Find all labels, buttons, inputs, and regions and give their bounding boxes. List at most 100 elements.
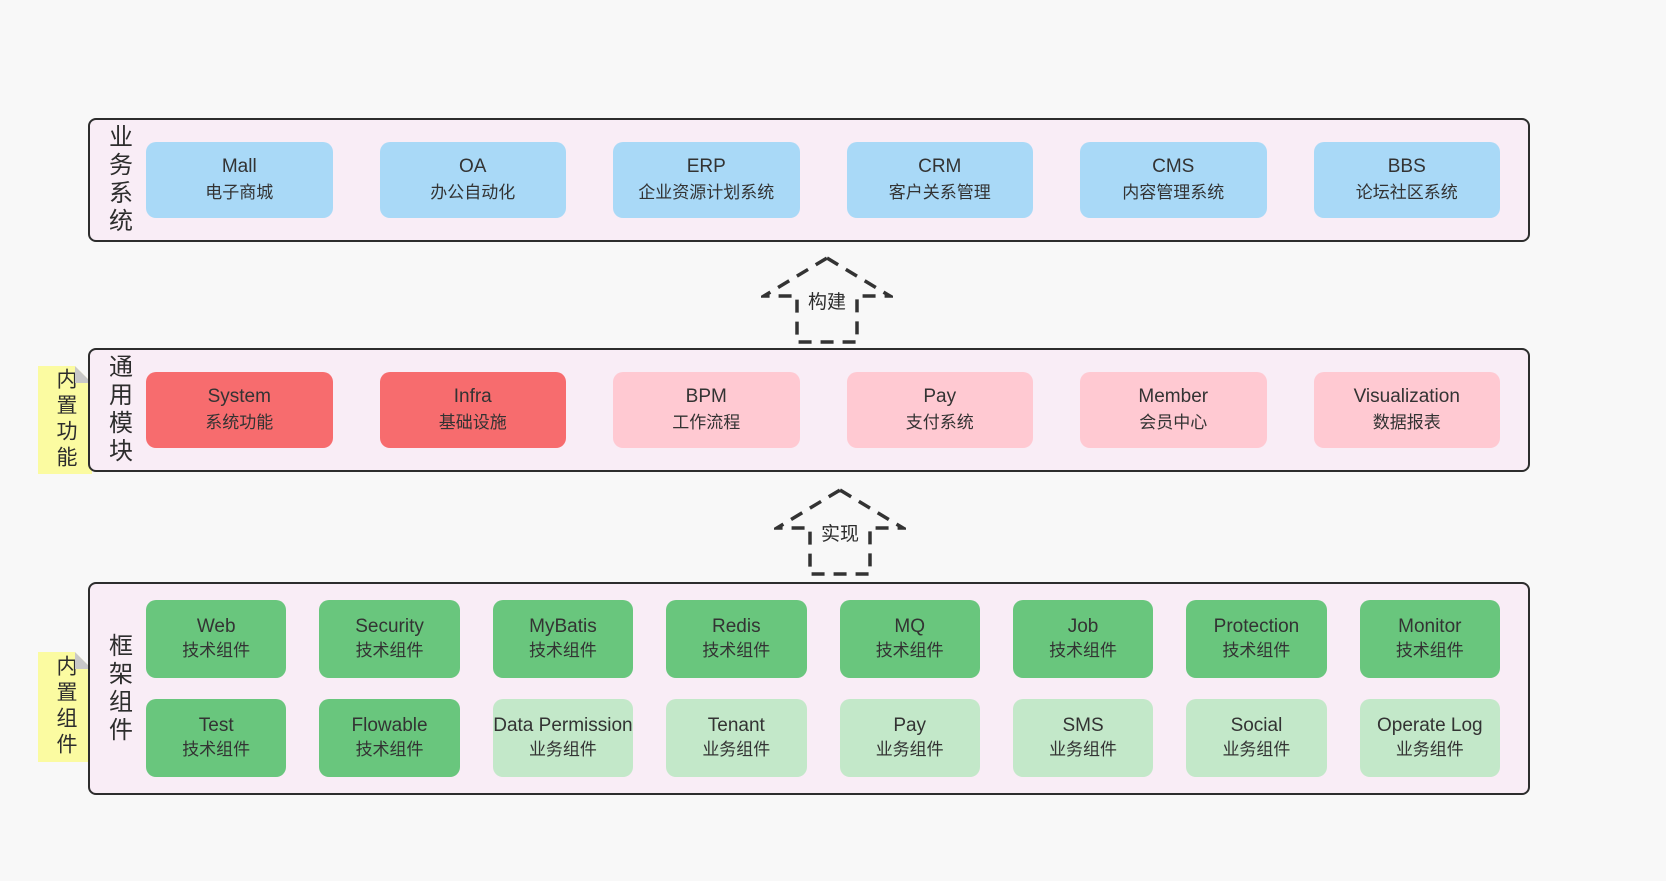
layer-business-systems: 业务系统 Mall 电子商城 OA 办公自动化 ERP 企业资源计划系统 CRM… bbox=[88, 118, 1530, 242]
box-subtitle: 业务组件 bbox=[1395, 740, 1464, 759]
box-title: SMS bbox=[1062, 715, 1104, 736]
box-subtitle: 业务组件 bbox=[528, 740, 597, 759]
box-social: Social 业务组件 bbox=[1186, 699, 1327, 777]
box-subtitle: 技术组件 bbox=[702, 641, 771, 660]
layer-framework-components: 框架组件 Web 技术组件 Security 技术组件 MyBatis 技术组件… bbox=[88, 582, 1530, 795]
box-title: ERP bbox=[686, 156, 726, 177]
box-subtitle: 内容管理系统 bbox=[1122, 183, 1225, 202]
box-title: CMS bbox=[1152, 156, 1195, 177]
box-title: Redis bbox=[712, 616, 761, 637]
sticky-note-built-in-components: 内置组件 bbox=[38, 652, 92, 762]
box-subtitle: 技术组件 bbox=[528, 641, 597, 660]
layer-common-modules: 通用模块 System 系统功能 Infra 基础设施 BPM 工作流程 Pay… bbox=[88, 348, 1530, 472]
box-title: Social bbox=[1230, 715, 1283, 736]
box-data-permission: Data Permission 业务组件 bbox=[492, 699, 634, 777]
box-subtitle: 会员中心 bbox=[1139, 413, 1208, 432]
box-erp: ERP 企业资源计划系统 bbox=[613, 142, 800, 218]
box-system: System 系统功能 bbox=[146, 372, 333, 448]
box-title: BBS bbox=[1387, 156, 1426, 177]
box-member: Member 会员中心 bbox=[1080, 372, 1267, 448]
box-tenant: Tenant 业务组件 bbox=[666, 699, 807, 777]
box-title: Pay bbox=[893, 715, 927, 736]
box-flowable: Flowable 技术组件 bbox=[319, 699, 460, 777]
box-title: Web bbox=[196, 616, 236, 637]
arrow-build-label: 构建 bbox=[802, 286, 852, 315]
box-cms: CMS 内容管理系统 bbox=[1080, 142, 1267, 218]
box-subtitle: 客户关系管理 bbox=[888, 183, 991, 202]
box-title: Security bbox=[355, 616, 424, 637]
box-title: MyBatis bbox=[529, 616, 597, 637]
box-subtitle: 业务组件 bbox=[702, 740, 771, 759]
layer-label-business: 业务系统 bbox=[104, 124, 132, 236]
box-subtitle: 业务组件 bbox=[1049, 740, 1118, 759]
box-job: Job 技术组件 bbox=[1012, 600, 1154, 678]
arrow-build: 构建 bbox=[761, 255, 893, 345]
box-infra: Infra 基础设施 bbox=[379, 372, 566, 448]
box-title: Tenant bbox=[707, 715, 765, 736]
box-title: Monitor bbox=[1398, 616, 1462, 637]
box-subtitle: 支付系统 bbox=[905, 413, 974, 432]
box-subtitle: 技术组件 bbox=[355, 641, 424, 660]
box-title: MQ bbox=[894, 616, 925, 637]
layer-label-components: 框架组件 bbox=[104, 632, 132, 745]
box-subtitle: 数据报表 bbox=[1372, 413, 1441, 432]
layer-label-modules: 通用模块 bbox=[104, 354, 132, 466]
box-subtitle: 技术组件 bbox=[1395, 641, 1464, 660]
box-title: Member bbox=[1138, 386, 1209, 407]
arrow-implement: 实现 bbox=[774, 487, 906, 577]
box-subtitle: 系统功能 bbox=[205, 413, 274, 432]
box-title: Test bbox=[198, 715, 234, 736]
box-subtitle: 电子商城 bbox=[205, 183, 274, 202]
box-subtitle: 技术组件 bbox=[182, 641, 251, 660]
box-subtitle: 业务组件 bbox=[875, 740, 944, 759]
box-subtitle: 办公自动化 bbox=[430, 183, 516, 202]
box-title: Operate Log bbox=[1376, 715, 1483, 736]
box-title: BPM bbox=[685, 386, 727, 407]
box-subtitle: 业务组件 bbox=[1222, 740, 1291, 759]
sticky-note-built-in-features: 内置功能 bbox=[38, 366, 92, 474]
box-mq: MQ 技术组件 bbox=[839, 600, 980, 678]
box-title: Data Permission bbox=[493, 715, 633, 736]
note-text: 内置组件 bbox=[54, 655, 77, 759]
layer-label-column: 通用模块 bbox=[90, 350, 146, 470]
box-redis: Redis 技术组件 bbox=[666, 600, 807, 678]
up-block-arrow-icon bbox=[774, 487, 906, 576]
box-subtitle: 技术组件 bbox=[1049, 641, 1118, 660]
box-title: OA bbox=[459, 156, 487, 177]
box-sms: SMS 业务组件 bbox=[1012, 699, 1154, 777]
box-security: Security 技术组件 bbox=[319, 600, 460, 678]
box-title: Flowable bbox=[351, 715, 428, 736]
box-subtitle: 工作流程 bbox=[672, 413, 741, 432]
box-subtitle: 技术组件 bbox=[1222, 641, 1291, 660]
box-bbs: BBS 论坛社区系统 bbox=[1313, 142, 1500, 218]
box-subtitle: 技术组件 bbox=[182, 740, 251, 759]
box-title: Visualization bbox=[1353, 386, 1460, 407]
layer-label-column: 业务系统 bbox=[90, 120, 146, 240]
box-title: Infra bbox=[453, 386, 492, 407]
box-title: Protection bbox=[1213, 616, 1300, 637]
box-subtitle: 基础设施 bbox=[438, 413, 507, 432]
components-row-2: Test 技术组件 Flowable 技术组件 Data Permission … bbox=[146, 699, 1500, 777]
box-title: System bbox=[207, 386, 271, 407]
box-mall: Mall 电子商城 bbox=[146, 142, 333, 218]
box-test: Test 技术组件 bbox=[146, 699, 287, 777]
layer-label-column: 框架组件 bbox=[90, 584, 146, 793]
components-row-1: Web 技术组件 Security 技术组件 MyBatis 技术组件 Redi… bbox=[146, 600, 1500, 678]
business-box-row: Mall 电子商城 OA 办公自动化 ERP 企业资源计划系统 CRM 客户关系… bbox=[146, 120, 1528, 240]
box-title: Job bbox=[1067, 616, 1099, 637]
box-pay-system: Pay 支付系统 bbox=[846, 372, 1033, 448]
box-subtitle: 技术组件 bbox=[875, 641, 944, 660]
box-oa: OA 办公自动化 bbox=[379, 142, 566, 218]
arrow-implement-label: 实现 bbox=[815, 518, 865, 547]
up-block-arrow-icon bbox=[761, 255, 893, 344]
box-monitor: Monitor 技术组件 bbox=[1359, 600, 1500, 678]
box-crm: CRM 客户关系管理 bbox=[846, 142, 1033, 218]
components-grid: Web 技术组件 Security 技术组件 MyBatis 技术组件 Redi… bbox=[146, 584, 1528, 793]
box-title: Mall bbox=[221, 156, 257, 177]
box-subtitle: 技术组件 bbox=[355, 740, 424, 759]
box-visualization: Visualization 数据报表 bbox=[1313, 372, 1500, 448]
box-title: Pay bbox=[923, 386, 957, 407]
box-subtitle: 论坛社区系统 bbox=[1355, 183, 1458, 202]
box-bpm: BPM 工作流程 bbox=[613, 372, 800, 448]
box-protection: Protection 技术组件 bbox=[1186, 600, 1327, 678]
